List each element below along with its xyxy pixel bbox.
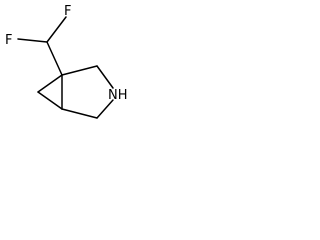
bond-n-to-c4 xyxy=(96,99,114,119)
atom-label-fluorine-left: F xyxy=(5,33,12,48)
bond-c1-to-c6 xyxy=(37,74,63,93)
bonds xyxy=(17,16,114,119)
atom-label-fluorine-right: F xyxy=(64,4,71,19)
bond-c4-to-c5 xyxy=(61,108,98,119)
bond-c6-to-c5 xyxy=(37,91,63,110)
bond-f-right-to-chf2 xyxy=(46,16,67,43)
structure-diagram: F F NH xyxy=(5,4,128,119)
atom-labels: F F NH xyxy=(5,4,128,103)
bond-c1-to-c2 xyxy=(61,65,98,76)
bond-f-left-to-chf2 xyxy=(17,38,48,43)
bond-chf2-to-c1 xyxy=(46,41,63,76)
bond-c2-to-n xyxy=(96,65,114,89)
atom-label-amine: NH xyxy=(108,88,128,103)
